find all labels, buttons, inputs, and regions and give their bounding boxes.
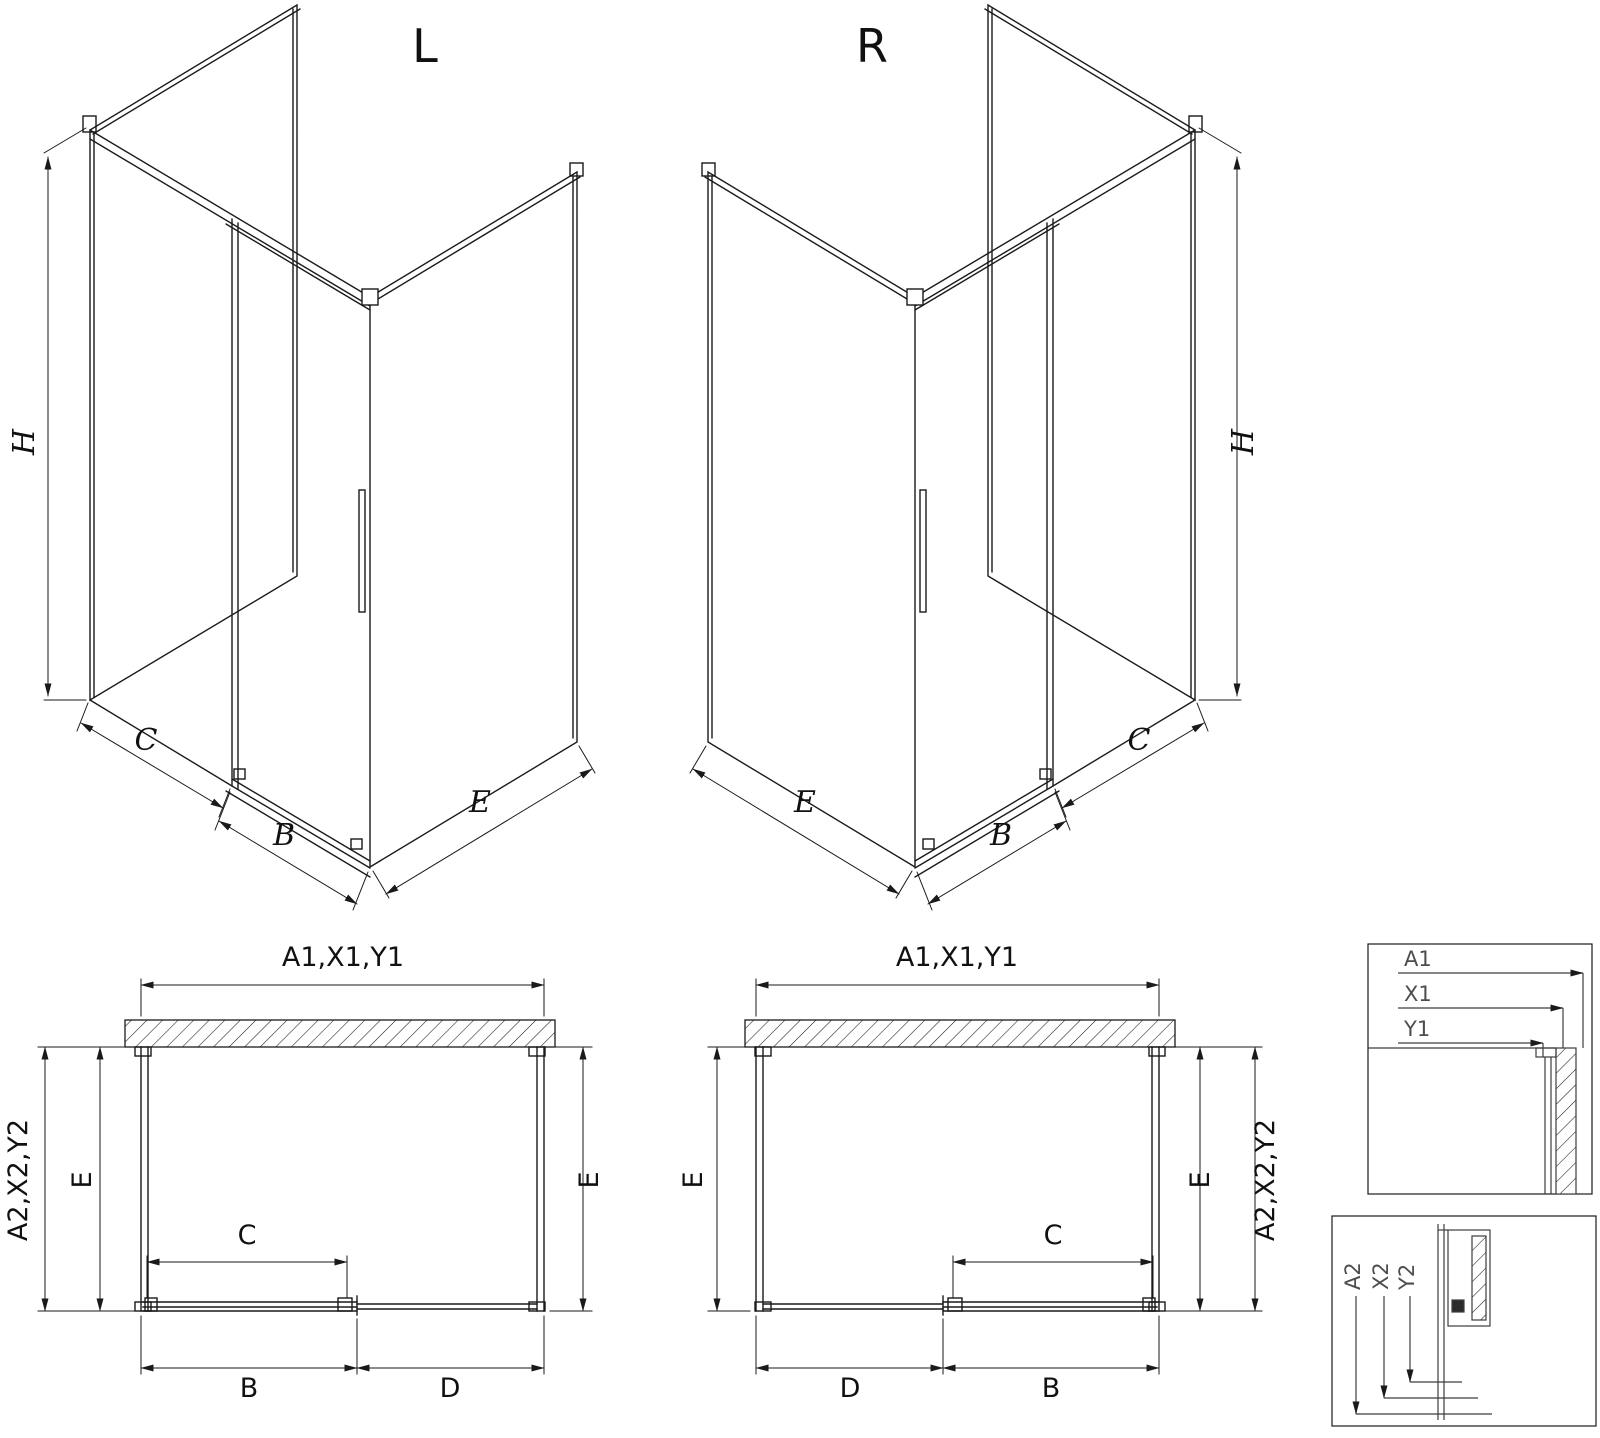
detail-bottom-label-x2: X2 [1369, 1262, 1393, 1290]
detail-top-label-a1: A1 [1404, 947, 1432, 971]
plan-right-dim-a1x1y1: A1,X1,Y1 [896, 942, 1018, 973]
iso-left-dim-b: B [272, 818, 295, 853]
plan-right-dim-e-right: E [1185, 1171, 1216, 1188]
plan-right-wall-hatch [744, 1019, 1176, 1048]
plan-left-wall-hatch [124, 1019, 556, 1048]
plan-right-dim-c: C [1044, 1220, 1063, 1251]
iso-right-dim-c: C [1128, 723, 1151, 758]
plan-left-dim-a1x1y1: A1,X1,Y1 [282, 942, 404, 973]
detail-top-label-x1: X1 [1404, 982, 1432, 1006]
plan-right-dim-e-left: E [678, 1171, 709, 1188]
iso-left-view-label: L [412, 19, 438, 73]
iso-left-dim-e: E [468, 785, 491, 820]
iso-right-view-label: R [856, 19, 888, 73]
plan-left-dim-d: D [440, 1373, 461, 1404]
detail-top-label-y1: Y1 [1403, 1017, 1430, 1041]
iso-view-left-geometry [44, 5, 595, 910]
plan-right-dim-d: D [840, 1373, 861, 1404]
detail-bottom-label-a2: A2 [1341, 1262, 1365, 1290]
iso-view-right-geometry [690, 5, 1241, 910]
iso-right-dim-h: H [1226, 428, 1261, 456]
detail-bottom-box [1331, 1215, 1597, 1427]
plan-left-dim-a2x2y2: A2,X2,Y2 [3, 1119, 34, 1241]
plan-left-dim-b: B [240, 1373, 259, 1404]
iso-right-dim-e: E [793, 785, 816, 820]
iso-left-dim-h: H [7, 428, 42, 456]
plan-left-dim-c: C [238, 1220, 257, 1251]
plan-right-dim-b: B [1042, 1373, 1061, 1404]
plan-right-dim-a2x2y2: A2,X2,Y2 [1250, 1119, 1281, 1241]
plan-left-dim-e-left: E [67, 1171, 98, 1188]
detail-bottom-label-y2: Y2 [1395, 1264, 1419, 1291]
plan-left-dim-e-right: E [574, 1171, 605, 1188]
iso-left-dim-c: C [135, 723, 158, 758]
iso-right-dim-b: B [989, 818, 1012, 853]
detail-top-box [1367, 943, 1593, 1195]
